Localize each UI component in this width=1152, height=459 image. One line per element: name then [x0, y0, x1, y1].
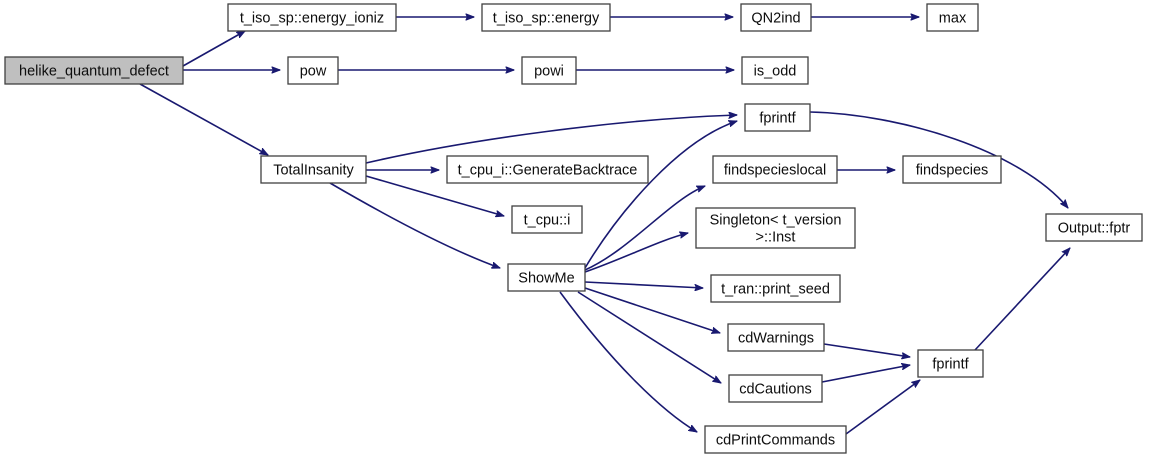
node-label-is_odd: is_odd [754, 63, 797, 79]
node-layer: helike_quantum_defect t_iso_sp::energy_io… [4, 3, 1143, 454]
node-box-energy[interactable] [481, 3, 611, 32]
call-edge-ShowMe-to-cdCautions [577, 291, 721, 383]
node-SingletonInst[interactable]: Singleton< t_version>::Inst [695, 207, 856, 249]
node-box-print_seed[interactable] [710, 274, 841, 303]
node-box-GenerateBacktrace[interactable] [446, 155, 649, 184]
node-pow[interactable]: pow [287, 56, 339, 85]
call-edge-ShowMe-to-cdWarnings [584, 287, 720, 333]
call-edge-ShowMe-to-SingletonInst [584, 233, 688, 273]
node-box-cdWarnings[interactable] [727, 323, 825, 352]
node-label-t_cpu_i: t_cpu::i [524, 212, 571, 228]
node-fprintf_top[interactable]: fprintf [744, 103, 811, 132]
node-box-max[interactable] [926, 3, 979, 32]
edge-layer [139, 17, 1070, 435]
node-box-fprintf_top[interactable] [744, 103, 811, 132]
node-box-findspecieslocal[interactable] [712, 155, 838, 184]
node-is_odd[interactable]: is_odd [741, 56, 809, 85]
node-helike_quantum_defect[interactable]: helike_quantum_defect [4, 56, 184, 85]
node-label-TotalInsanity: TotalInsanity [273, 162, 354, 178]
node-box-is_odd[interactable] [741, 56, 809, 85]
call-edge-TotalInsanity-to-t_cpu_i [365, 175, 504, 216]
node-label-GenerateBacktrace: t_cpu_i::GenerateBacktrace [458, 162, 638, 178]
node-cdCautions[interactable]: cdCautions [728, 374, 823, 403]
node-box-SingletonInst[interactable] [695, 207, 856, 249]
node-box-powi[interactable] [521, 56, 577, 85]
node-findspecies[interactable]: findspecies [902, 155, 1002, 184]
node-print_seed[interactable]: t_ran::print_seed [710, 274, 841, 303]
node-box-pow[interactable] [287, 56, 339, 85]
node-cdWarnings[interactable]: cdWarnings [727, 323, 825, 352]
node-box-cdPrintCommands[interactable] [704, 425, 847, 454]
node-label-energy_ioniz: t_iso_sp::energy_ioniz [240, 10, 384, 26]
node-label-SingletonInst: Singleton< t_version>::Inst [710, 212, 842, 245]
node-energy_ioniz[interactable]: t_iso_sp::energy_ioniz [227, 3, 397, 32]
node-label-powi: powi [534, 63, 564, 79]
call-edge-fprintf_top-to-Output_fptr [809, 111, 1068, 208]
node-box-ShowMe[interactable] [507, 263, 586, 292]
call-edge-TotalInsanity-to-fprintf_top [365, 115, 737, 164]
call-edge-helike_quantum_defect-to-energy_ioniz [182, 30, 245, 67]
node-max[interactable]: max [926, 3, 979, 32]
node-label-findspecies: findspecies [916, 162, 989, 178]
node-label-ShowMe: ShowMe [518, 270, 574, 286]
node-label-fprintf_bottom: fprintf [932, 356, 969, 372]
node-findspecieslocal[interactable]: findspecieslocal [712, 155, 838, 184]
node-label-QN2ind: QN2ind [751, 10, 800, 26]
node-cdPrintCommands[interactable]: cdPrintCommands [704, 425, 847, 454]
node-TotalInsanity[interactable]: TotalInsanity [260, 155, 367, 184]
call-edge-cdWarnings-to-fprintf_bottom [823, 343, 910, 357]
node-box-fprintf_bottom[interactable] [917, 349, 984, 378]
node-Output_fptr[interactable]: Output::fptr [1045, 213, 1143, 242]
node-label-print_seed: t_ran::print_seed [721, 281, 830, 297]
call-edge-ShowMe-to-print_seed [584, 281, 703, 288]
call-edge-helike_quantum_defect-to-TotalInsanity [139, 83, 268, 156]
node-box-Output_fptr[interactable] [1045, 213, 1143, 242]
node-label-helike_quantum_defect: helike_quantum_defect [19, 63, 169, 79]
node-powi[interactable]: powi [521, 56, 577, 85]
call-edge-cdCautions-to-fprintf_bottom [821, 365, 910, 383]
node-label-fprintf_top: fprintf [759, 110, 796, 126]
node-label-energy: t_iso_sp::energy [493, 10, 600, 26]
node-GenerateBacktrace[interactable]: t_cpu_i::GenerateBacktrace [446, 155, 649, 184]
node-fprintf_bottom[interactable]: fprintf [917, 349, 984, 378]
node-label-Output_fptr: Output::fptr [1058, 220, 1131, 236]
call-edge-ShowMe-to-cdPrintCommands [559, 291, 697, 433]
call-edge-TotalInsanity-to-ShowMe [329, 182, 500, 269]
node-box-helike_quantum_defect[interactable] [4, 56, 184, 85]
node-energy[interactable]: t_iso_sp::energy [481, 3, 611, 32]
node-label-cdWarnings: cdWarnings [738, 330, 814, 346]
node-label-cdPrintCommands: cdPrintCommands [716, 432, 835, 448]
call-edge-cdPrintCommands-to-fprintf_bottom [845, 380, 920, 435]
node-box-energy_ioniz[interactable] [227, 3, 397, 32]
node-box-QN2ind[interactable] [740, 3, 812, 32]
node-label-findspecieslocal: findspecieslocal [724, 162, 826, 178]
call-edge-fprintf_bottom-to-Output_fptr [974, 248, 1070, 351]
node-ShowMe[interactable]: ShowMe [507, 263, 586, 292]
node-QN2ind[interactable]: QN2ind [740, 3, 812, 32]
call-edge-ShowMe-to-fprintf_top [584, 121, 737, 269]
node-t_cpu_i[interactable]: t_cpu::i [511, 205, 583, 234]
node-box-t_cpu_i[interactable] [511, 205, 583, 234]
node-box-findspecies[interactable] [902, 155, 1002, 184]
node-box-cdCautions[interactable] [728, 374, 823, 403]
node-label-cdCautions: cdCautions [739, 381, 812, 397]
node-box-TotalInsanity[interactable] [260, 155, 367, 184]
call-edge-ShowMe-to-findspecieslocal [584, 185, 705, 271]
node-label-pow: pow [300, 63, 327, 79]
node-label-max: max [939, 10, 967, 26]
